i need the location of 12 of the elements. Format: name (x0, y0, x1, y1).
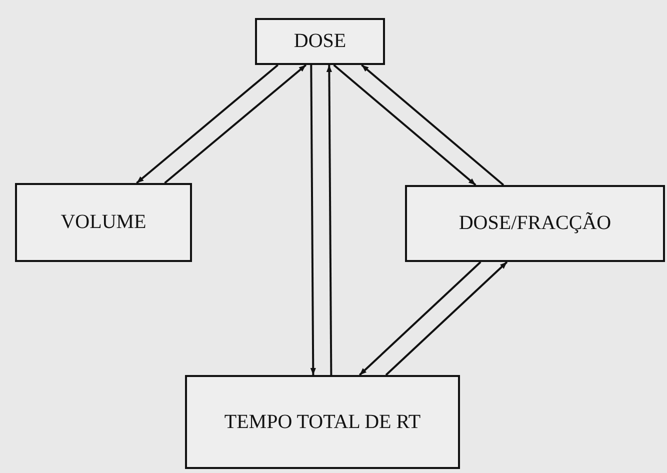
text-box: DOSE (255, 18, 385, 65)
arrow (333, 64, 476, 186)
arrow (136, 64, 278, 184)
text-box: VOLUME (15, 183, 192, 262)
arrow (310, 65, 316, 375)
text-box: TEMPO TOTAL DE RT (185, 375, 460, 469)
text-box: DOSE/FRACÇÃO (405, 185, 665, 262)
arrow (385, 261, 508, 376)
arrow (361, 64, 504, 186)
arrow (358, 261, 482, 376)
arrow (326, 65, 332, 375)
arrow (164, 64, 307, 184)
